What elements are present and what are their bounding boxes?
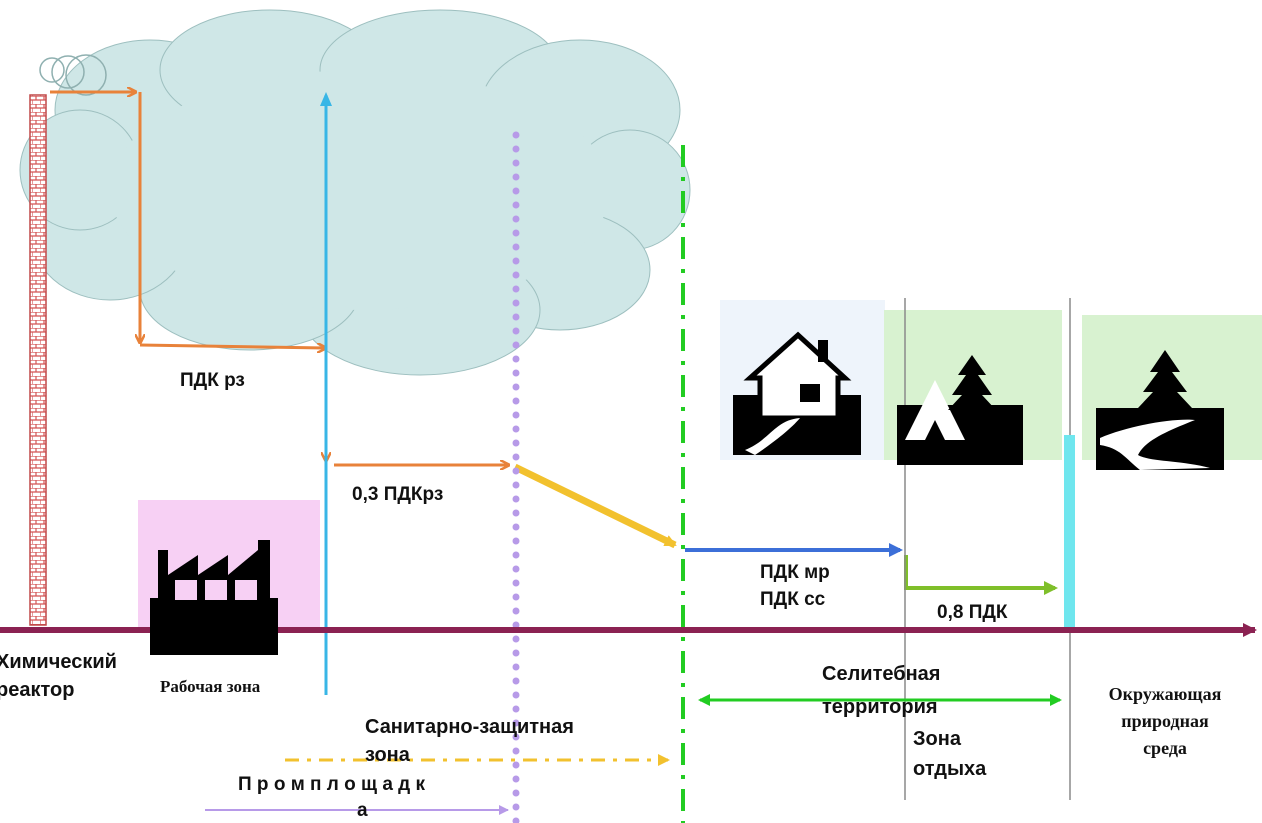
emission-cloud <box>19 9 691 376</box>
label-line: ПДК сс <box>760 589 826 610</box>
pdk-mr-cc-label: ПДК мр ПДК сс <box>760 562 830 610</box>
workzone-label: Рабочая зона <box>160 677 261 696</box>
green-transfer-arrow <box>904 555 1058 595</box>
label-line: ПДК мр <box>760 562 830 583</box>
residential-label: Селитебная территория <box>822 663 940 718</box>
tree-river-icon <box>1096 350 1224 470</box>
pdk-08-label: 0,8 ПДК <box>937 602 1008 623</box>
pdk-rz-label: ПДК рз <box>180 370 245 391</box>
label-line: П р о м п л о щ а д к <box>238 774 426 795</box>
smoke-puffs <box>39 54 107 96</box>
tent-tree-icon <box>897 355 1023 465</box>
label-line: зона <box>365 744 411 766</box>
industrial-site-label: П р о м п л о щ а д к а <box>238 774 426 821</box>
pdk-03-label: 0,3 ПДКрз <box>352 484 443 505</box>
sanitary-zone-label: Санитарно-защитная зона <box>365 716 574 766</box>
environment-label: Окружающая природная среда <box>1109 684 1222 758</box>
label-line: а <box>357 800 368 821</box>
label-line: Зона <box>913 728 962 750</box>
label-line: Окружающая <box>1109 684 1222 704</box>
label-line: Селитебная <box>822 663 940 685</box>
label-line: отдыха <box>913 758 987 780</box>
label-line: среда <box>1143 738 1187 758</box>
workzone-boundary-arrowhead <box>320 92 332 106</box>
label-line: территория <box>822 696 938 718</box>
factory-icon <box>150 540 278 655</box>
label-line: природная <box>1121 711 1209 731</box>
house-icon <box>733 331 861 455</box>
label-line: Химический <box>0 651 117 673</box>
chimney-label: Химический реактор <box>0 651 117 701</box>
yellow-transfer-arrow <box>513 463 677 549</box>
label-line: Санитарно-защитная <box>365 716 574 738</box>
recreation-label: Зона отдыха <box>913 728 987 780</box>
environment-cyan-bar <box>1064 435 1075 630</box>
chimney <box>29 94 47 626</box>
label-line: реактор <box>0 679 74 701</box>
